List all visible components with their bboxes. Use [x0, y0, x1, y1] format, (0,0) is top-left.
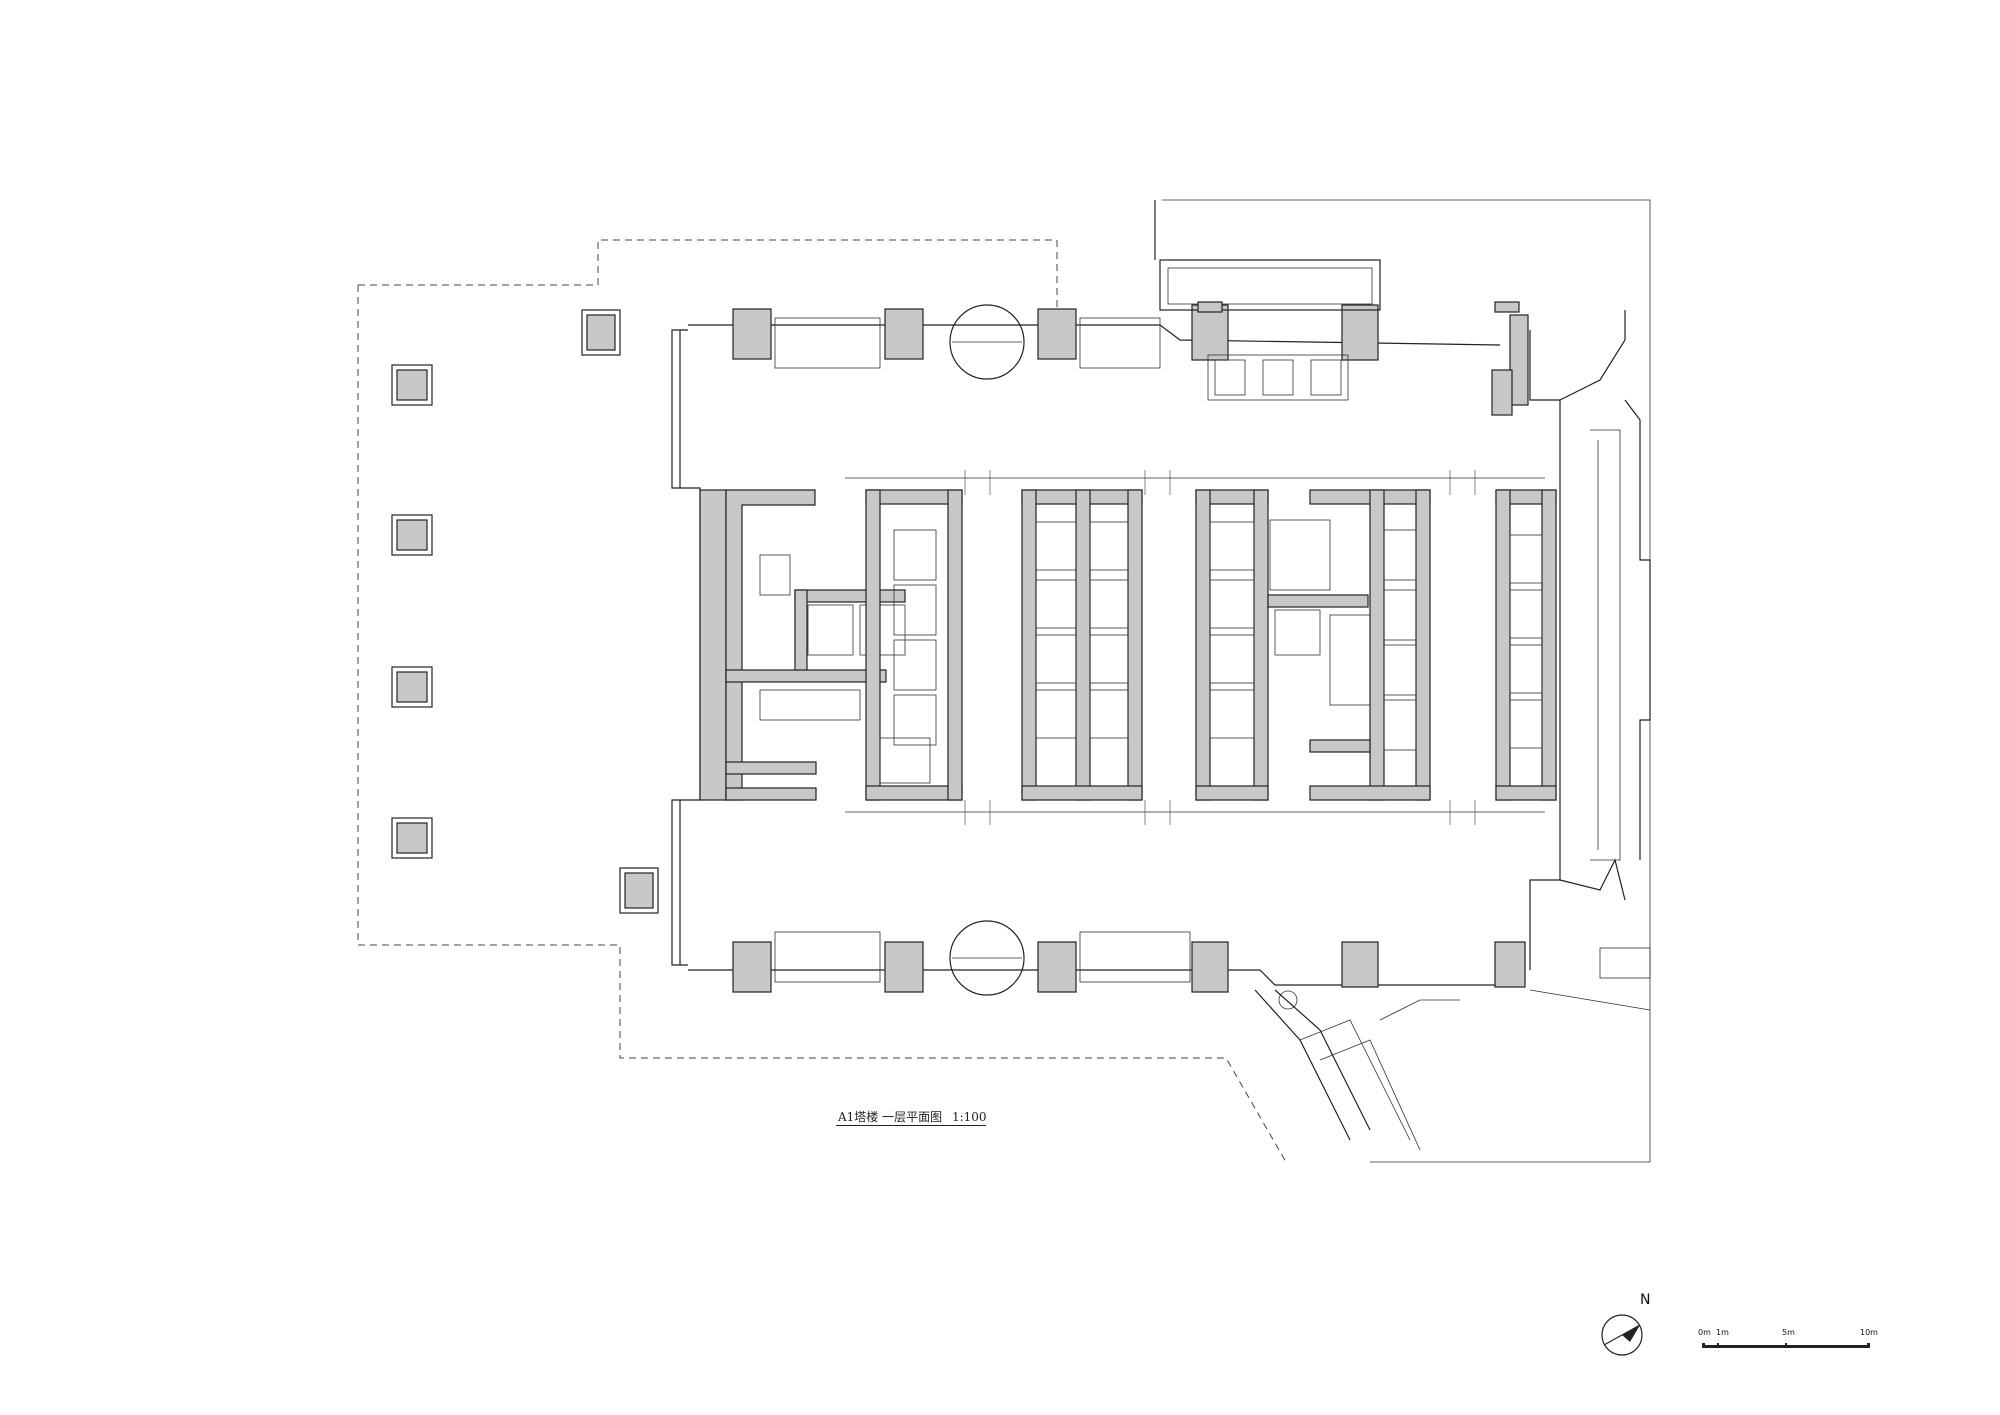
north-label: N	[1640, 1292, 1651, 1308]
core-east	[1495, 489, 1557, 801]
drawing-title-underline	[836, 1125, 986, 1126]
bottom-facade	[732, 920, 1651, 1010]
core-mid-right	[1195, 489, 1371, 801]
site-boundary	[357, 239, 1287, 1163]
entry-ramp	[1254, 989, 1460, 1151]
core-right	[1309, 489, 1431, 801]
scale-tick-1: 1m	[1716, 1328, 1729, 1337]
lobby-rails	[845, 470, 1545, 825]
core-mid-left	[1021, 489, 1143, 801]
drawing-scale-text: 1:100	[951, 1110, 987, 1124]
drawing-title-text: A1塔楼 一层平面图	[838, 1110, 943, 1124]
core-left	[699, 489, 963, 801]
scale-tick-10: 10m	[1860, 1328, 1878, 1337]
plaza-columns	[391, 309, 659, 914]
drawing-title: A1塔楼 一层平面图 1:100	[838, 1108, 993, 1125]
top-facade	[732, 259, 1529, 416]
scale-bar-graphic	[1702, 1343, 1870, 1348]
scale-tick-0: 0m	[1698, 1328, 1711, 1337]
site-right-edge	[1154, 199, 1651, 1163]
scale-tick-5: 5m	[1782, 1328, 1795, 1337]
north-arrow-icon	[1601, 1314, 1643, 1356]
